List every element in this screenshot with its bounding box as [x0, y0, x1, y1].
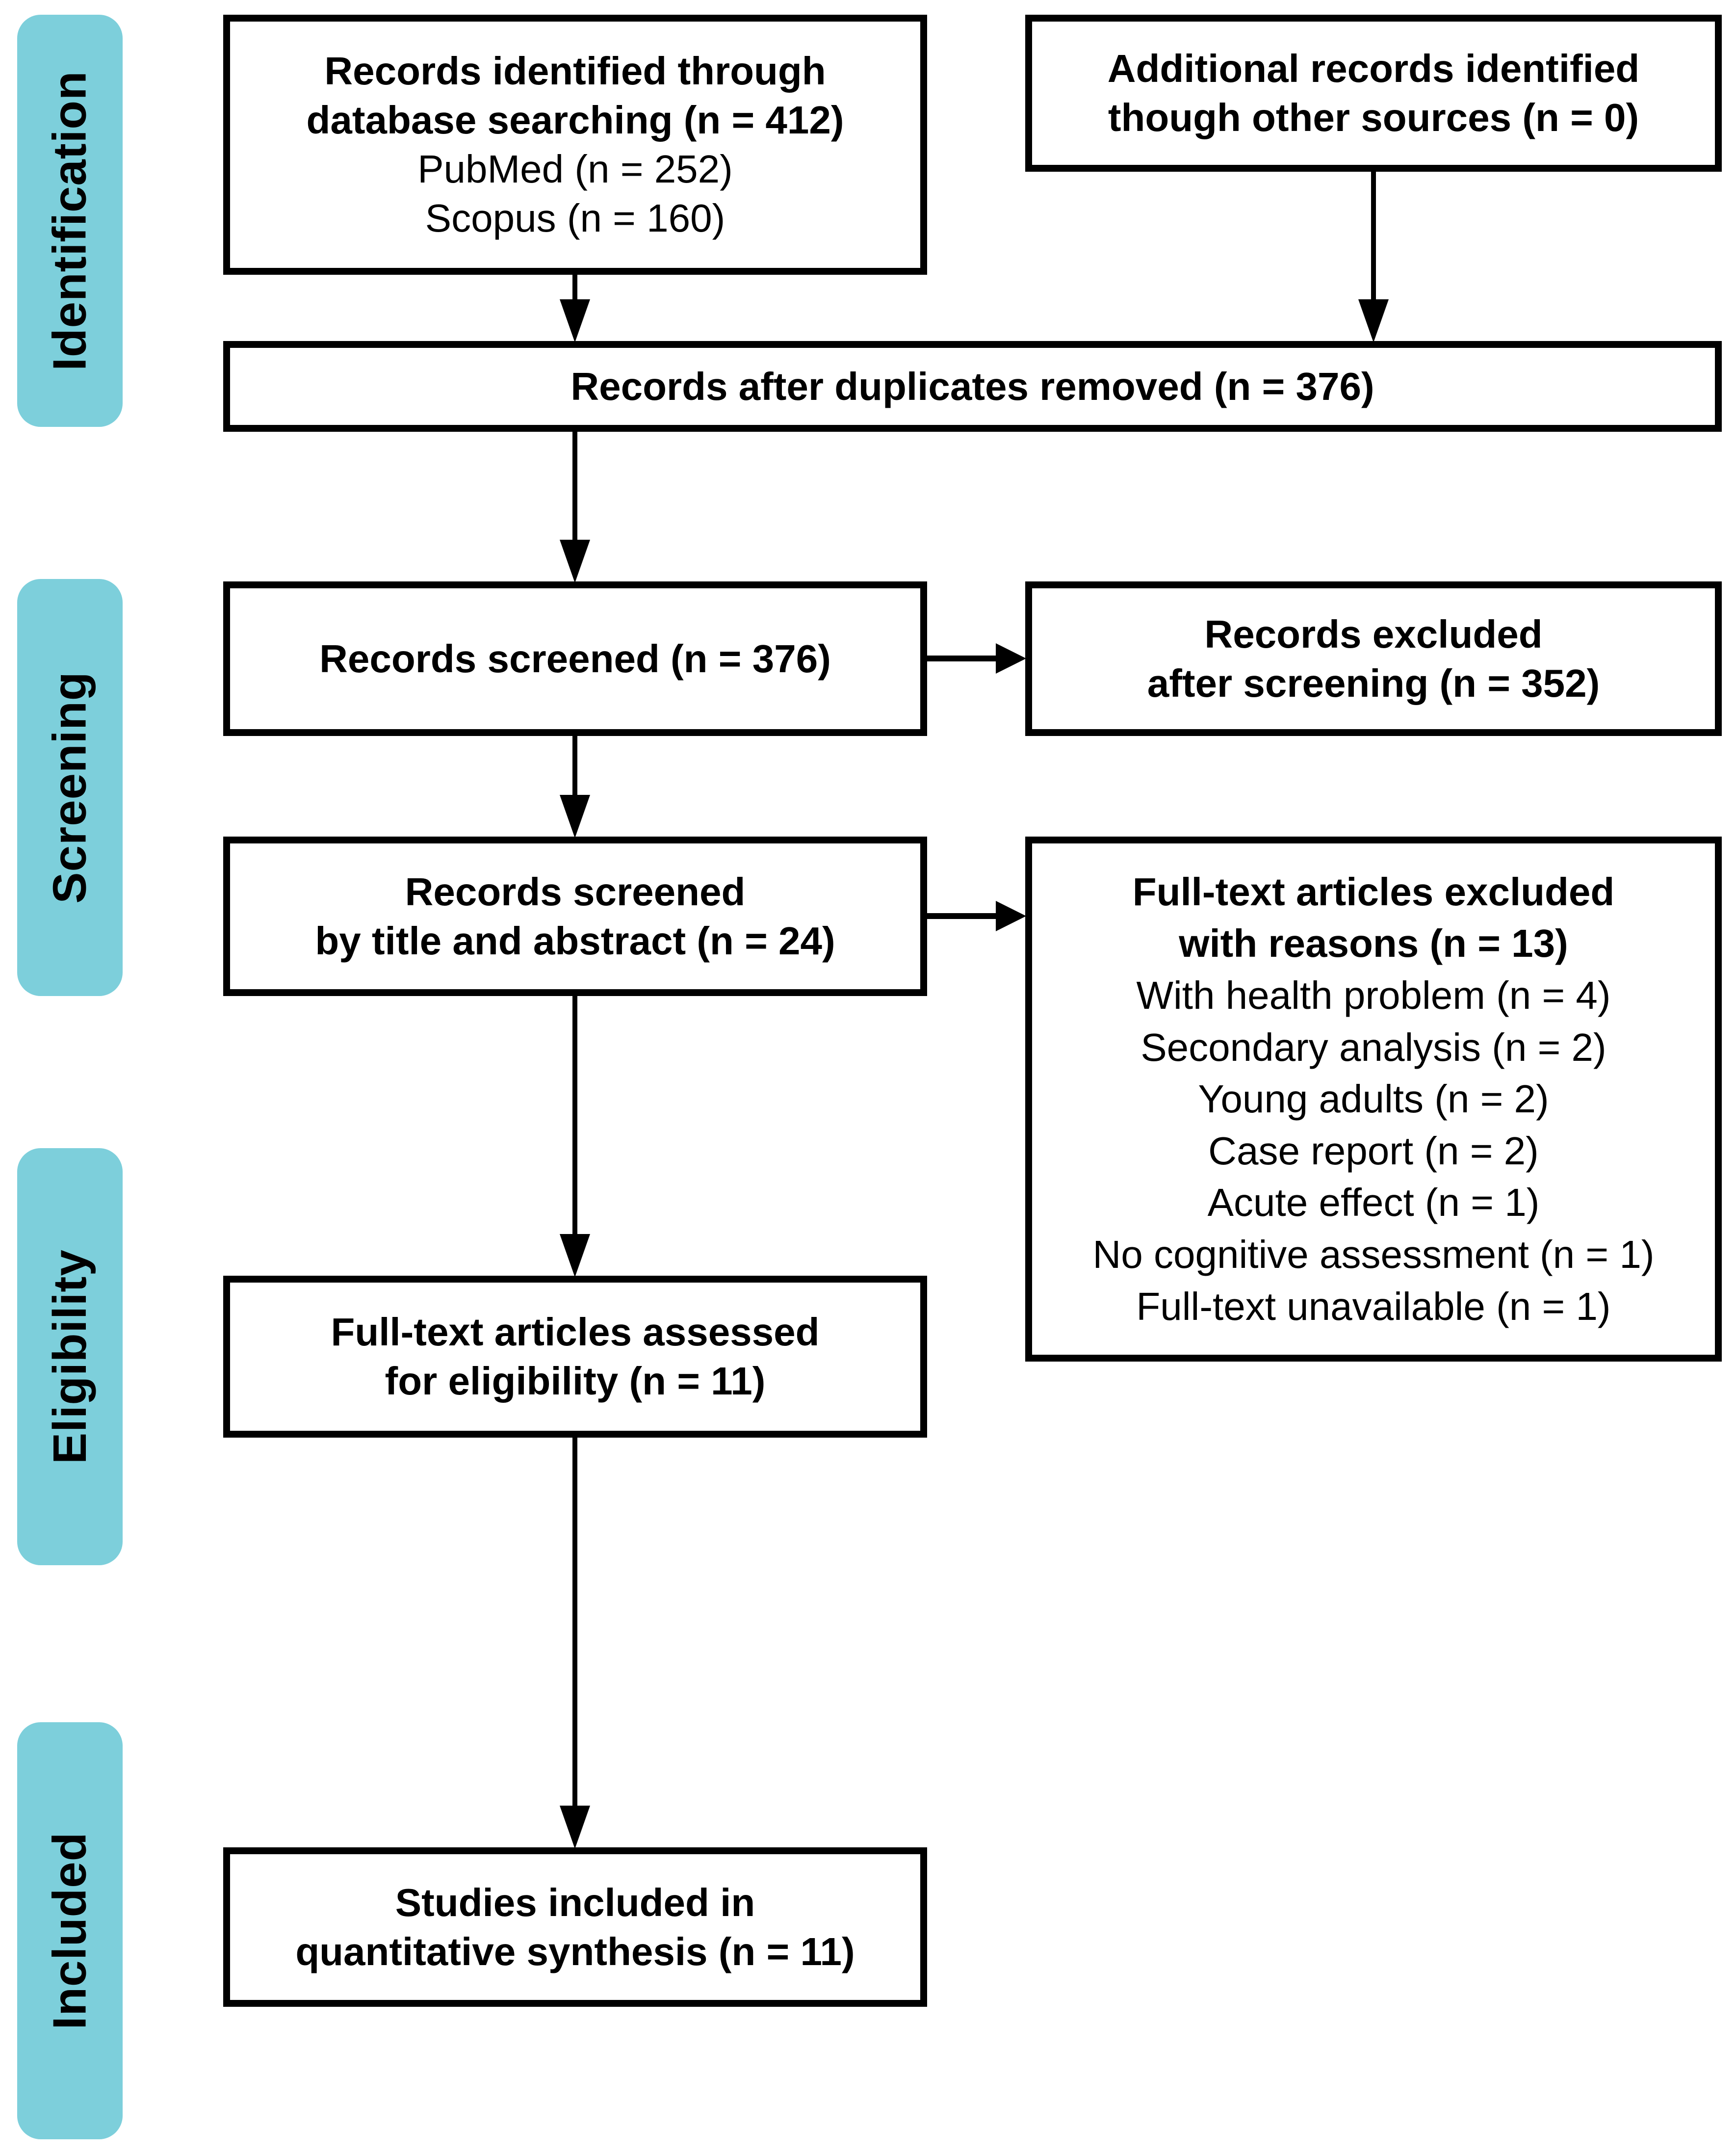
- box-records-identified-database: Records identified through database sear…: [223, 15, 927, 275]
- box-line: quantitative synthesis (n = 11): [295, 1929, 855, 1973]
- stage-label-included: Included: [17, 1722, 123, 2139]
- box-line: Records screened: [405, 869, 746, 914]
- arrowhead-right-icon: [996, 901, 1026, 931]
- stage-label-eligibility-text: Eligibility: [43, 1249, 96, 1464]
- arrow-shaft: [1371, 172, 1376, 304]
- box-records-excluded-screening: Records excluded after screening (n = 35…: [1025, 581, 1722, 736]
- stage-label-included-text: Included: [43, 1832, 96, 2030]
- box-line: Full-text articles excluded: [1132, 869, 1615, 914]
- arrowhead-down-icon: [560, 299, 590, 342]
- arrowhead-down-icon: [560, 1806, 590, 1849]
- box-line: Full-text articles assessed: [331, 1310, 820, 1354]
- box-line: Additional records identified: [1107, 47, 1640, 90]
- exclusion-reason: Secondary analysis (n = 2): [1140, 1025, 1606, 1069]
- arrow-shaft: [572, 1438, 577, 1808]
- arrow-shaft: [572, 996, 577, 1236]
- stage-label-screening-text: Screening: [43, 671, 96, 904]
- box-line: by title and abstract (n = 24): [315, 919, 835, 963]
- box-line: Records excluded: [1204, 612, 1543, 656]
- box-line: Records screened (n = 376): [319, 636, 831, 681]
- stage-label-screening: Screening: [17, 579, 123, 996]
- arrowhead-down-icon: [1358, 299, 1389, 342]
- arrow-shaft: [572, 736, 577, 797]
- box-studies-included-synthesis: Studies included in quantitative synthes…: [223, 1847, 927, 2007]
- box-line: after screening (n = 352): [1147, 661, 1600, 705]
- arrowhead-down-icon: [560, 540, 590, 583]
- arrowhead-right-icon: [996, 643, 1026, 674]
- box-line: Scopus (n = 160): [425, 196, 725, 240]
- exclusion-reason: Young adults (n = 2): [1198, 1077, 1549, 1121]
- exclusion-reason: Case report (n = 2): [1208, 1129, 1539, 1173]
- arrowhead-down-icon: [560, 1234, 590, 1277]
- box-records-after-duplicates: Records after duplicates removed (n = 37…: [223, 341, 1722, 432]
- box-line: Studies included in: [395, 1880, 755, 1924]
- stage-label-identification: Identification: [17, 15, 123, 427]
- stage-label-eligibility: Eligibility: [17, 1148, 123, 1565]
- box-line: database searching (n = 412): [306, 98, 844, 142]
- box-records-screened: Records screened (n = 376): [223, 581, 927, 736]
- box-line: with reasons (n = 13): [1179, 921, 1568, 966]
- arrow-shaft: [572, 432, 577, 542]
- exclusion-reason: No cognitive assessment (n = 1): [1092, 1232, 1655, 1276]
- box-records-screened-title-abstract: Records screened by title and abstract (…: [223, 837, 927, 996]
- exclusion-reason: Full-text unavailable (n = 1): [1136, 1284, 1611, 1328]
- arrow-shaft: [927, 656, 1001, 661]
- arrow-shaft: [927, 913, 1001, 919]
- box-fulltext-excluded-reasons: Full-text articles excluded with reasons…: [1025, 837, 1722, 1362]
- arrow-shaft: [572, 275, 577, 304]
- box-line: for eligibility (n = 11): [385, 1359, 766, 1403]
- exclusion-reason: With health problem (n = 4): [1136, 973, 1611, 1018]
- box-line: though other sources (n = 0): [1108, 96, 1639, 139]
- box-line: PubMed (n = 252): [417, 147, 733, 191]
- box-additional-records-other-sources: Additional records identified though oth…: [1025, 15, 1722, 172]
- arrowhead-down-icon: [560, 795, 590, 838]
- box-fulltext-assessed: Full-text articles assessed for eligibil…: [223, 1276, 927, 1438]
- box-line: Records after duplicates removed (n = 37…: [570, 364, 1374, 408]
- box-line: Records identified through: [324, 49, 826, 93]
- exclusion-reason: Acute effect (n = 1): [1207, 1181, 1540, 1225]
- stage-label-identification-text: Identification: [43, 71, 96, 371]
